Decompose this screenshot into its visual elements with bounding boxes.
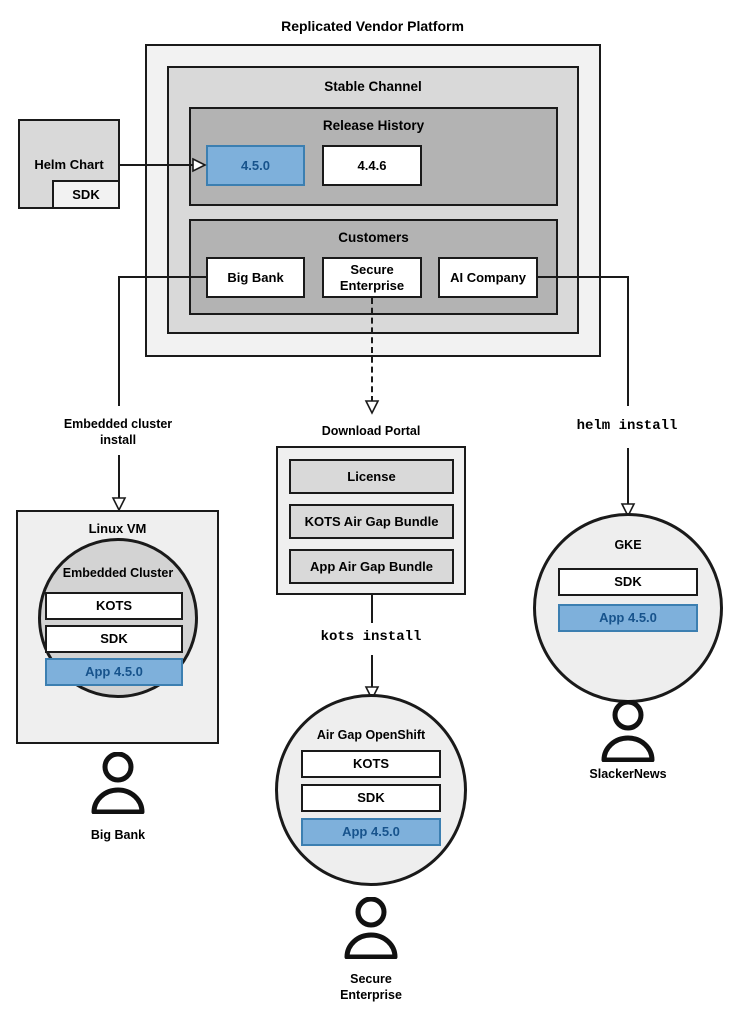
connector-secure-enterprise-dashed — [371, 298, 373, 402]
customer-chip-big-bank[interactable]: Big Bank — [206, 257, 305, 298]
release-history-title: Release History — [322, 118, 425, 133]
flow-label-helm-install: helm install — [576, 418, 678, 434]
stable-channel-title: Stable Channel — [324, 79, 422, 94]
release-chip-4-5-0[interactable]: 4.5.0 — [206, 145, 305, 186]
release-chip-4-4-6[interactable]: 4.4.6 — [322, 145, 422, 186]
linux-vm-component-kots[interactable]: KOTS — [45, 592, 183, 620]
download-artifact-kots-air-gap-bundle[interactable]: KOTS Air Gap Bundle — [289, 504, 454, 539]
connector-helm-to-release — [120, 164, 196, 166]
download-artifact-license[interactable]: License — [289, 459, 454, 494]
customer-chip-secure-enterprise[interactable]: Secure Enterprise — [322, 257, 422, 298]
download-portal-title: Download Portal — [321, 424, 421, 438]
customer-label-big-bank: Big Bank — [90, 828, 146, 842]
user-icon-secure-enterprise — [344, 897, 398, 959]
gke-component-sdk[interactable]: SDK — [558, 568, 698, 596]
connector-bigbank-horizontal — [118, 276, 208, 278]
connector-aicompany-vertical — [627, 276, 629, 406]
embedded-cluster-title: Embedded Cluster — [62, 566, 174, 580]
openshift-component-kots[interactable]: KOTS — [301, 750, 441, 778]
openshift-component-app[interactable]: App 4.5.0 — [301, 818, 441, 846]
helm-chart-sdk-box[interactable]: SDK — [52, 180, 120, 209]
arrowhead-to-linux-vm — [111, 497, 127, 512]
openshift-component-sdk[interactable]: SDK — [301, 784, 441, 812]
download-artifact-app-air-gap-bundle[interactable]: App Air Gap Bundle — [289, 549, 454, 584]
customer-chip-ai-company[interactable]: AI Company — [438, 257, 538, 298]
air-gap-openshift-title: Air Gap OpenShift — [316, 728, 426, 742]
linux-vm-component-sdk[interactable]: SDK — [45, 625, 183, 653]
connector-portal-to-kots-install — [371, 595, 373, 623]
user-icon-slackernews — [601, 700, 655, 762]
customer-label-slackernews: SlackerNews — [589, 767, 667, 781]
helm-chart-label: Helm Chart — [34, 157, 104, 172]
flow-label-embedded-cluster-install: Embedded cluster install — [63, 417, 173, 447]
linux-vm-component-app[interactable]: App 4.5.0 — [45, 658, 183, 686]
gke-component-app[interactable]: App 4.5.0 — [558, 604, 698, 632]
connector-kots-install-to-openshift — [371, 655, 373, 691]
gke-title: GKE — [614, 538, 642, 552]
arrowhead-to-download-portal — [364, 400, 380, 415]
customers-title: Customers — [338, 230, 409, 245]
linux-vm-title: Linux VM — [88, 521, 147, 536]
connector-aicompany-horizontal — [536, 276, 629, 278]
user-icon-big-bank — [91, 752, 145, 814]
flow-label-kots-install: kots install — [320, 629, 422, 645]
connector-bigbank-vertical — [118, 276, 120, 406]
customer-label-secure-enterprise: Secure Enterprise — [340, 972, 402, 1002]
page-title: Replicated Vendor Platform — [281, 18, 464, 34]
arrowhead-helm-to-release — [192, 157, 207, 173]
connector-helm-install-to-gke — [627, 448, 629, 508]
arrowhead-to-gke — [620, 503, 636, 518]
connector-to-linux-vm — [118, 455, 120, 505]
arrowhead-to-air-gap-openshift — [364, 686, 380, 701]
